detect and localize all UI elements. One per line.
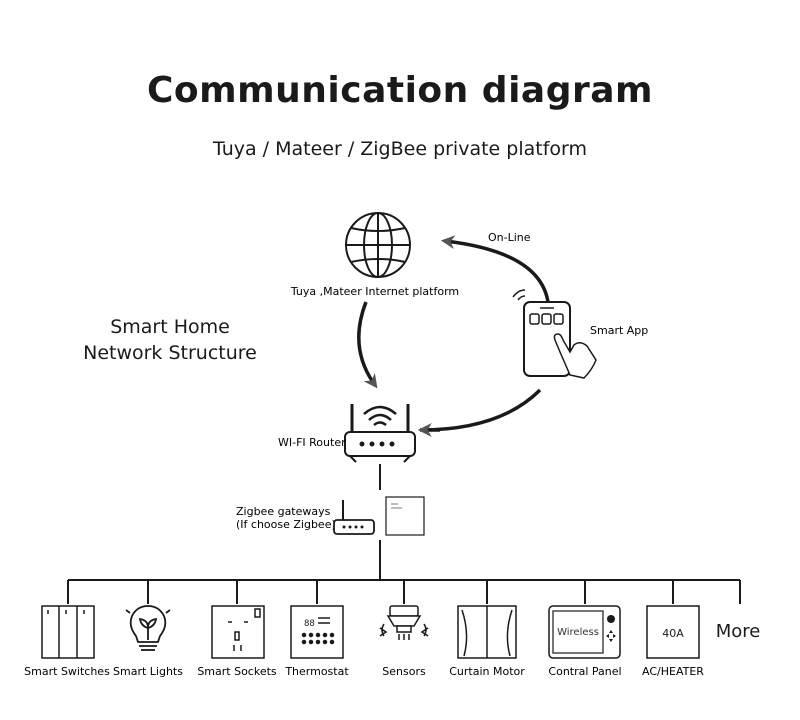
zigbee-hub-icon: [385, 496, 425, 536]
smart-app-label: Smart App: [590, 324, 648, 337]
hand-icon: [553, 333, 597, 379]
router-icon: [344, 404, 416, 463]
phone-to-cloud-arc: [440, 235, 550, 303]
network-structure-label: Smart Home Network Structure: [40, 314, 300, 366]
switch-icon: [41, 605, 95, 659]
panel-icon: [548, 605, 621, 659]
device-label-smart-sockets: Smart Sockets: [197, 665, 277, 678]
device-label-contral-panel: Contral Panel: [548, 665, 621, 678]
sensor-icon: [379, 605, 429, 640]
network-structure-line1: Smart Home: [110, 316, 230, 338]
zigbee-gateway-icon: [333, 500, 375, 535]
internet-platform-label: Tuya ,Mateer Internet platform: [290, 285, 459, 298]
phone-icon: [512, 289, 571, 377]
curtain-icon: [457, 605, 517, 659]
ac-icon: [646, 605, 700, 659]
device-label-thermostat: Thermostat: [284, 665, 349, 678]
page-subtitle: Tuya / Mateer / ZigBee private platform: [212, 138, 588, 160]
bulb-icon: [125, 600, 171, 651]
online-label: On-Line: [488, 231, 531, 244]
device-label-smart-switches: Smart Switches: [24, 665, 110, 678]
page-title: Communication diagram: [146, 70, 654, 111]
phone-to-router-arc: [419, 388, 542, 432]
router-label: WI-FI Router: [278, 436, 346, 449]
device-label-sensors: Sensors: [382, 665, 426, 678]
device-label-smart-lights: Smart Lights: [113, 665, 183, 678]
device-label-curtain-motor: Curtain Motor: [449, 665, 525, 678]
thermostat-icon: 88: [290, 605, 344, 659]
socket-icon: [211, 605, 265, 659]
panel-screen-text: Wireless: [557, 627, 599, 638]
gateway-label-line2: (If choose Zigbee): [236, 518, 336, 531]
internet-to-router-arrow: [357, 301, 378, 389]
svg-text:88: 88: [304, 619, 315, 629]
globe-icon: [345, 212, 411, 278]
ac-screen-text: 40A: [662, 627, 684, 640]
device-label-ac-heater: AC/HEATER: [642, 665, 704, 678]
device-bus: [67, 540, 741, 604]
more-label: More: [716, 621, 761, 642]
network-structure-line2: Network Structure: [83, 342, 257, 364]
gateway-label-line1: Zigbee gateways: [236, 505, 331, 518]
